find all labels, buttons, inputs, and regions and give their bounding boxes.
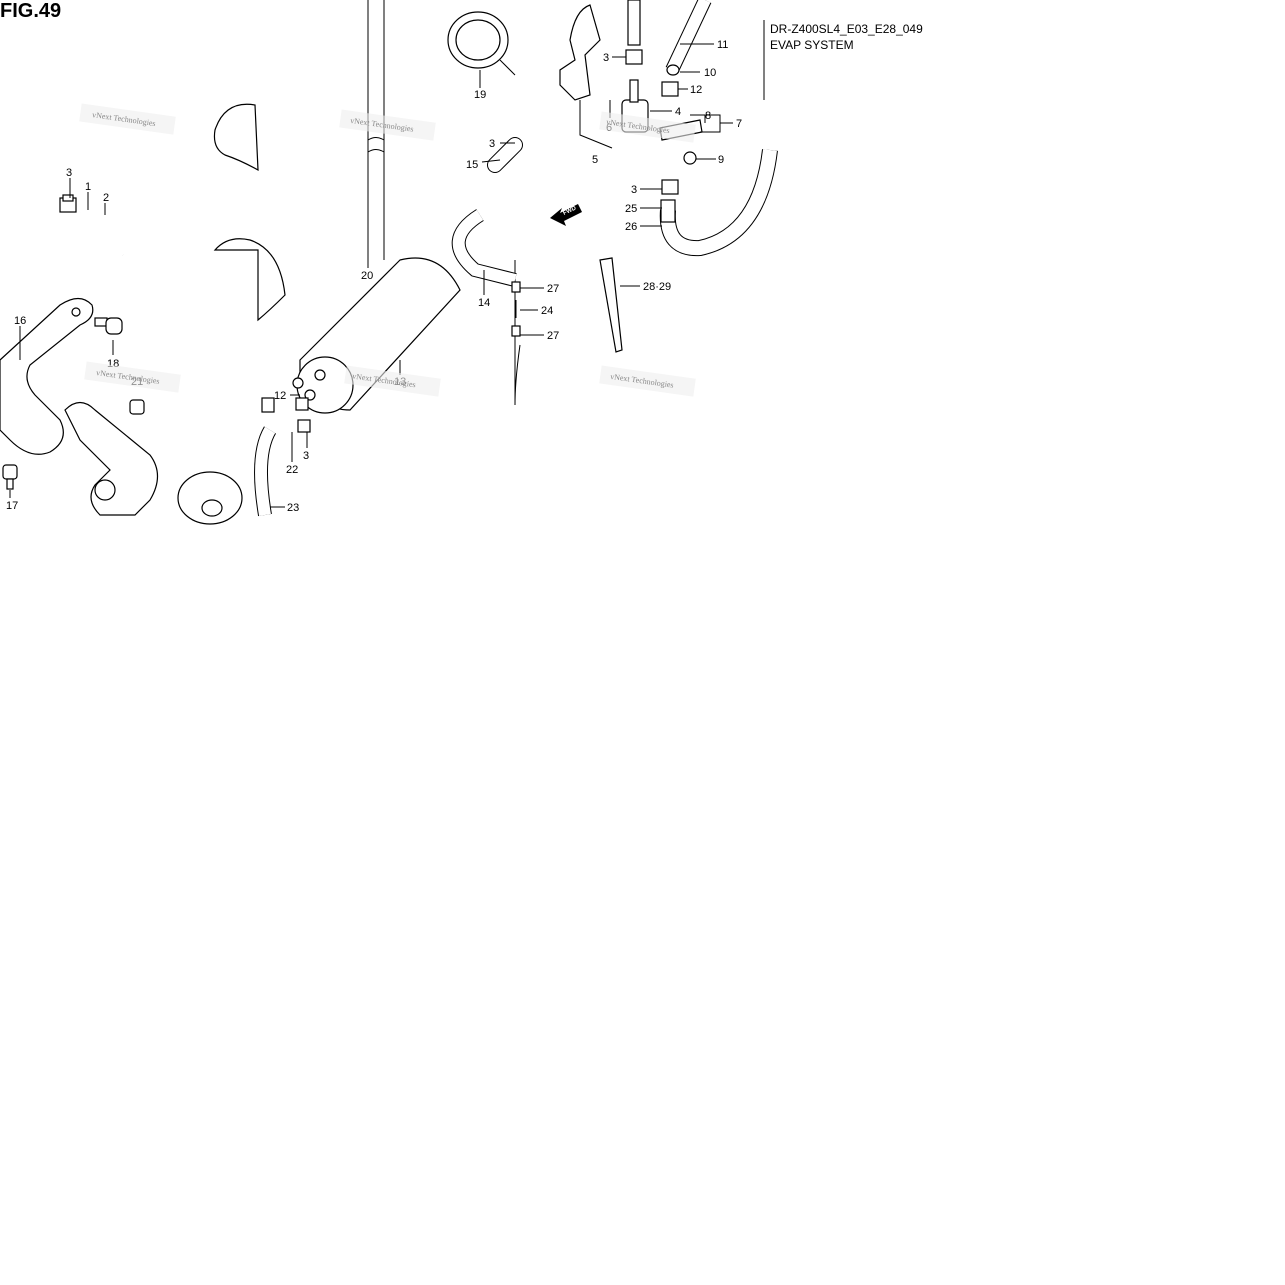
callout-27-bottom: 27 [547, 330, 559, 342]
fwd-arrow: FWD [550, 204, 582, 226]
callout-3-top: 3 [603, 52, 609, 64]
bracket-part-16 [0, 297, 94, 455]
callout-3-center: 3 [489, 138, 495, 150]
callout-2: 2 [103, 192, 109, 204]
callout-3: 3 [66, 167, 72, 179]
callout-27-top: 27 [547, 283, 559, 295]
callout-7: 7 [736, 118, 742, 130]
clamp-part-3-top [625, 49, 643, 65]
callout-8: 8 [705, 110, 711, 122]
callout-23: 23 [287, 502, 299, 514]
pulley-part [177, 471, 243, 525]
callout-15: 15 [466, 159, 478, 171]
callout-4: 4 [675, 106, 681, 118]
callout-3-mid: 3 [631, 184, 637, 196]
callout-25: 25 [625, 203, 637, 215]
callout-1: 1 [85, 181, 91, 193]
clamp-part-3-mid [661, 179, 679, 195]
hose-part-14 [451, 209, 517, 287]
clamp-part-3-lower [295, 397, 311, 433]
clamp-part-12 [661, 81, 679, 97]
system-name: EVAP SYSTEM [770, 38, 854, 52]
callout-20: 20 [361, 270, 373, 282]
callout-12-lower: 12 [274, 390, 286, 402]
callout-24: 24 [541, 305, 553, 317]
callout-17: 17 [6, 500, 18, 512]
callout-3-lower: 3 [303, 450, 309, 462]
hose-part-15 [487, 137, 523, 173]
callout-28-29: 28·29 [643, 281, 671, 293]
clamps-part-24-27 [511, 281, 521, 406]
hose-part-2 [79, 207, 127, 256]
bracket-part-5 [559, 4, 601, 101]
callout-labels: 3 1 2 16 18 21 17 20 19 3 15 14 12 13 22… [6, 39, 742, 514]
tie-part-28-29 [599, 257, 623, 353]
hose-part-25-26 [659, 149, 778, 257]
clamp-part-3 [59, 194, 77, 213]
hose-part-10-11 [665, 0, 712, 76]
hose-part-19 [447, 11, 516, 76]
fwd-label: FWD [562, 205, 578, 216]
canister-fragment-left [213, 103, 286, 322]
figure-title: FIG.49 [0, 0, 62, 22]
watermarks: vNext Technologies vNext Technologies vN… [79, 103, 696, 397]
callout-19: 19 [474, 89, 486, 101]
callout-9: 9 [718, 154, 724, 166]
pipe-top [627, 0, 641, 46]
screw-part-9 [683, 151, 697, 165]
callout-5: 5 [592, 154, 598, 166]
callout-11: 11 [717, 39, 728, 51]
clamp-part-12-lower [261, 397, 275, 413]
callout-14: 14 [478, 297, 490, 309]
callout-12-top: 12 [690, 84, 702, 96]
callout-16: 16 [14, 315, 26, 327]
bolt-part-21-small [129, 399, 145, 415]
canister-part-13 [292, 257, 461, 414]
callout-22: 22 [286, 464, 298, 476]
leader-lines [9, 43, 733, 508]
bolt-part-18 [94, 317, 123, 335]
bracket-part-21 [64, 401, 159, 516]
callout-26: 26 [625, 221, 637, 233]
bolt-part-17 [2, 464, 18, 490]
hose-part-22-23 [254, 426, 277, 517]
figure-code: DR-Z400SL4_E03_E28_049 [770, 22, 923, 36]
callout-10: 10 [704, 67, 716, 79]
